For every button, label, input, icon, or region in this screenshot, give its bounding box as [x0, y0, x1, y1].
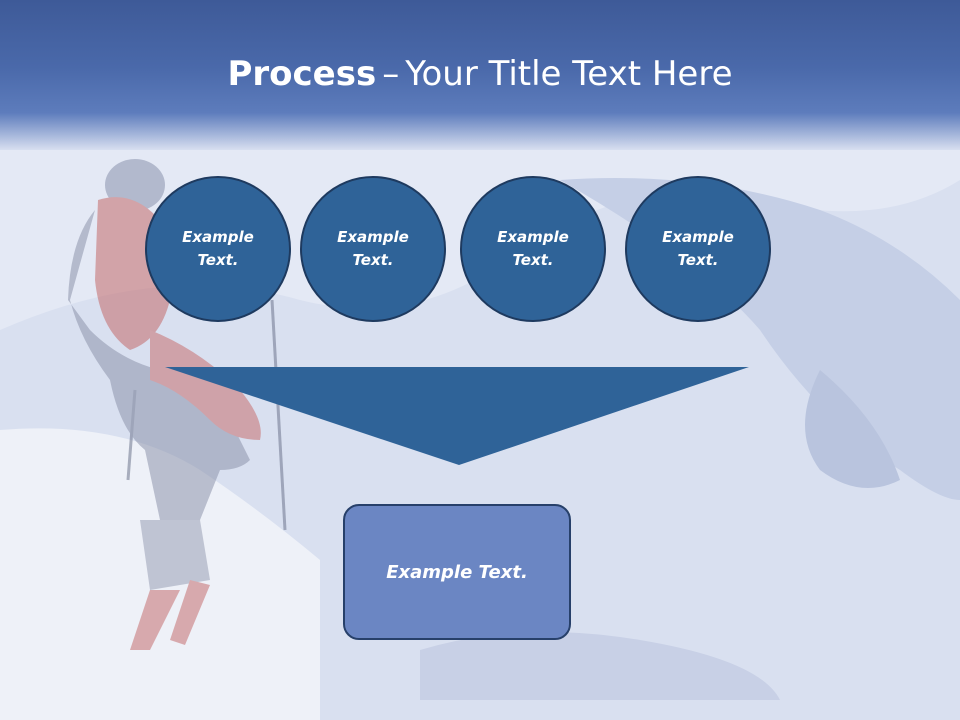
slide-title: Process–Your Title Text Here — [0, 52, 960, 96]
process-step-label-3: Example Text. — [497, 228, 569, 269]
process-step-label-2: Example Text. — [337, 228, 409, 269]
process-step-circle-1[interactable]: Example Text. — [145, 176, 291, 322]
process-result-label: Example Text. — [386, 561, 528, 583]
title-text-part: Your Title Text Here — [405, 54, 733, 94]
title-band — [0, 0, 960, 150]
process-step-circle-3[interactable]: Example Text. — [460, 176, 606, 322]
title-dash: – — [382, 54, 400, 94]
process-step-circle-2[interactable]: Example Text. — [300, 176, 446, 322]
process-step-circle-4[interactable]: Example Text. — [625, 176, 771, 322]
funnel-triangle-arrow — [165, 367, 749, 465]
process-result-box[interactable]: Example Text. — [343, 504, 571, 640]
title-bold-part: Process — [227, 54, 377, 94]
process-step-label-4: Example Text. — [662, 228, 734, 269]
process-step-label-1: Example Text. — [182, 228, 254, 269]
